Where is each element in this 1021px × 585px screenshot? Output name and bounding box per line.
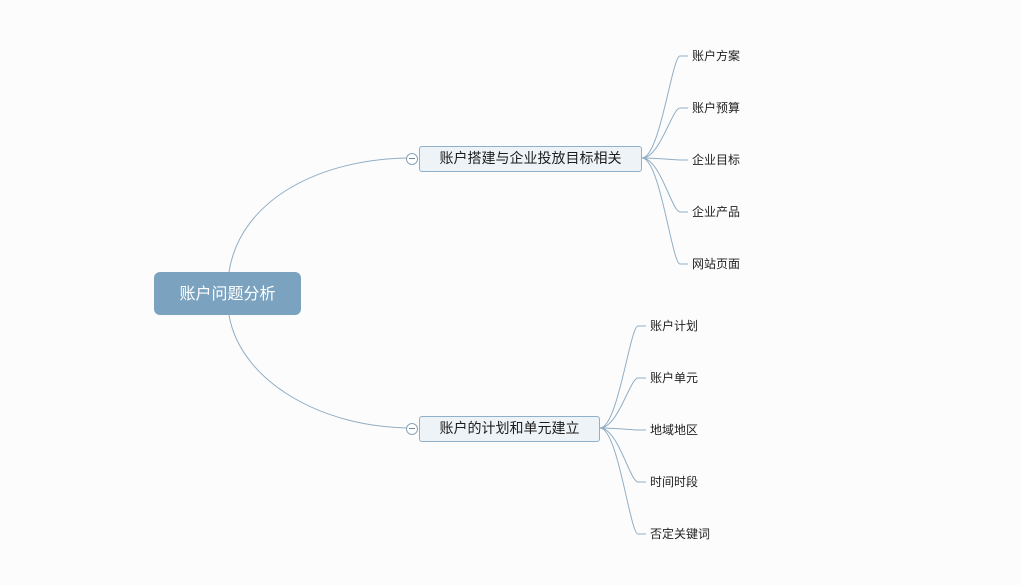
branch-2-leaf-links xyxy=(599,325,646,535)
subtopic[interactable]: 企业产品 xyxy=(692,205,741,219)
leaf-connector xyxy=(641,107,688,159)
collapse-icon[interactable] xyxy=(406,423,418,435)
subtopic[interactable]: 时间时段 xyxy=(650,475,699,489)
subtopic[interactable]: 否定关键词 xyxy=(650,527,711,541)
subtopic[interactable]: 地域地区 xyxy=(650,423,699,437)
leaf-connector xyxy=(641,157,688,265)
leaf-connector xyxy=(599,427,646,483)
root-to-branch-1-link xyxy=(228,157,413,273)
leaf-connector xyxy=(641,157,688,161)
central-topic[interactable]: 账户问题分析 xyxy=(154,272,301,315)
subtopic[interactable]: 账户单元 xyxy=(650,371,699,385)
leaf-connector xyxy=(641,157,688,213)
subtopic[interactable]: 账户计划 xyxy=(650,319,699,333)
subtopic[interactable]: 账户预算 xyxy=(692,101,741,115)
leaf-connector xyxy=(599,427,646,535)
branch-1-leaf-links xyxy=(641,55,688,265)
leaf-connector xyxy=(641,55,688,159)
subtopic[interactable]: 网站页面 xyxy=(692,257,741,271)
leaf-connector xyxy=(599,427,646,431)
leaf-connector xyxy=(599,325,646,429)
branch-topic-account-setup[interactable]: 账户搭建与企业投放目标相关 xyxy=(419,146,642,172)
collapse-icon[interactable] xyxy=(406,153,418,165)
root-to-branch-2-link xyxy=(228,314,413,429)
subtopic[interactable]: 账户方案 xyxy=(692,49,741,63)
branch-topic-plan-and-unit[interactable]: 账户的计划和单元建立 xyxy=(419,416,600,442)
leaf-connector xyxy=(599,377,646,429)
subtopic[interactable]: 企业目标 xyxy=(692,153,741,167)
